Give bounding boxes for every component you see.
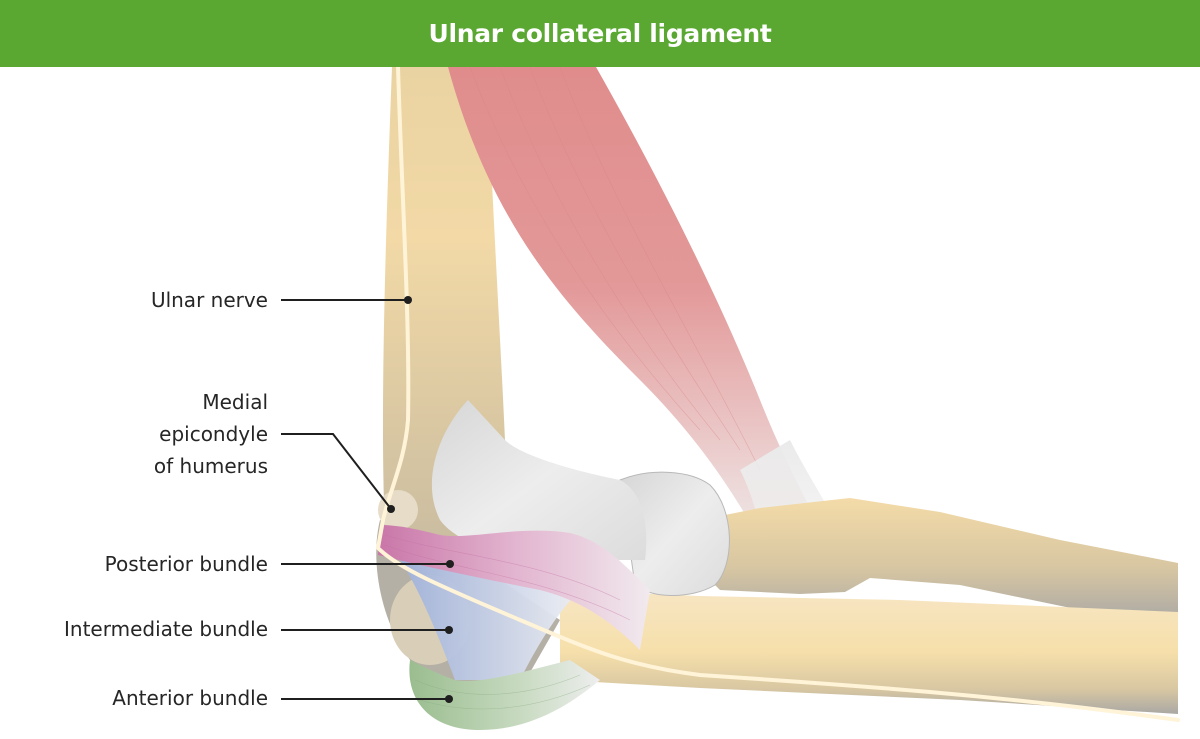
label-intermediate-bundle: Intermediate bundle <box>0 613 268 645</box>
elbow-illustration <box>281 67 1180 730</box>
joint-capsule <box>431 400 647 560</box>
intermediate-bundle <box>400 560 580 680</box>
label-text: Posterior bundle <box>104 552 268 576</box>
radius-bone <box>690 498 1178 615</box>
label-text: Intermediate bundle <box>64 617 268 641</box>
label-text: Anterior bundle <box>112 686 268 710</box>
label-text-line: epicondyle <box>159 422 268 446</box>
label-anterior-bundle: Anterior bundle <box>0 682 268 714</box>
posterior-bundle <box>378 525 650 650</box>
label-posterior-bundle: Posterior bundle <box>0 548 268 580</box>
diagram-title: Ulnar collateral ligament <box>428 19 772 48</box>
label-medial-epicondyle: Medial epicondyle of humerus <box>0 386 268 482</box>
ulna-bone <box>560 590 1178 714</box>
anterior-bundle <box>409 660 600 730</box>
biceps-muscle <box>448 67 830 560</box>
ulnar-nerve <box>375 67 1180 722</box>
radial-head <box>619 471 730 596</box>
title-banner: Ulnar collateral ligament <box>0 0 1200 67</box>
label-text: Ulnar nerve <box>150 288 268 312</box>
label-text-line: Medial <box>202 390 268 414</box>
label-ulnar-nerve: Ulnar nerve <box>0 284 268 316</box>
label-text-line: of humerus <box>153 454 268 478</box>
